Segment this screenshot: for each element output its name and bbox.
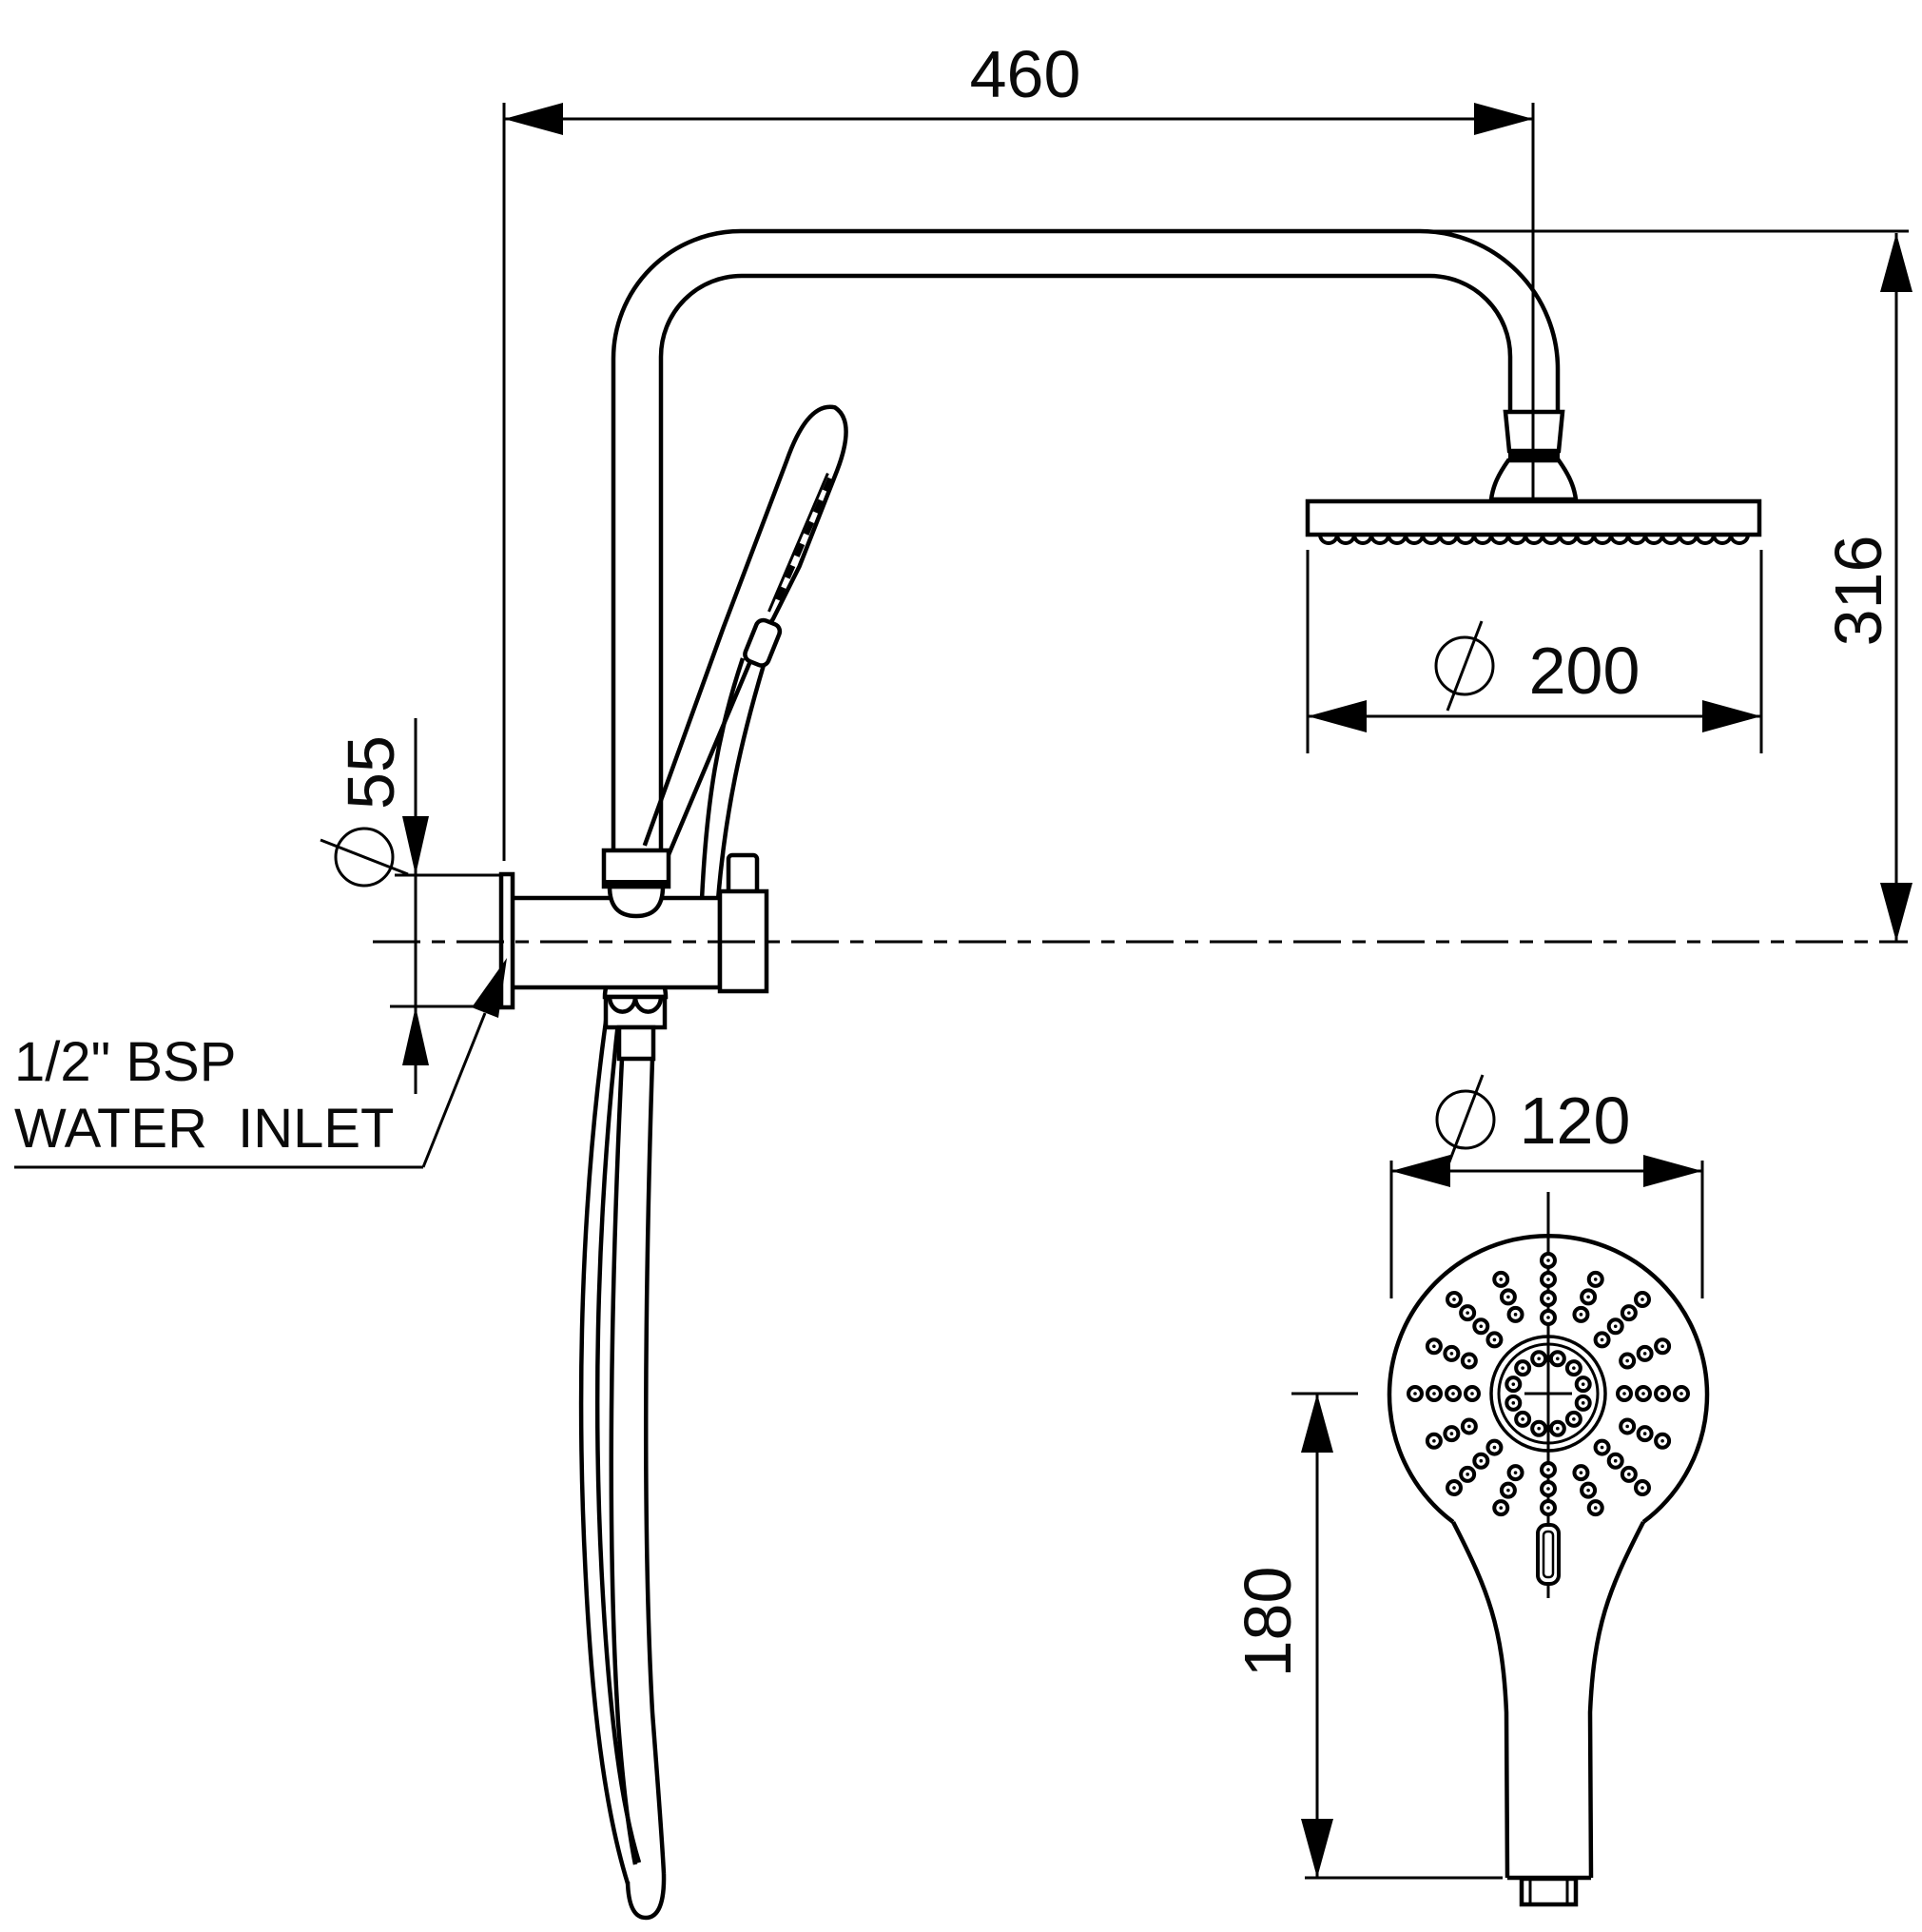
dimensions: 460 316 200 bbox=[320, 37, 1912, 1880]
hand-shower bbox=[642, 404, 848, 856]
dimension-text-460: 460 bbox=[970, 37, 1081, 111]
mode-switch-button-inner bbox=[1542, 1530, 1555, 1579]
face-hub-inner bbox=[1497, 1342, 1600, 1445]
water-inlet-label-line1: 1/2" BSP bbox=[14, 1031, 236, 1093]
diameter-icon bbox=[1434, 620, 1495, 712]
diverter-assembly bbox=[498, 848, 769, 1062]
dimension-text-316: 316 bbox=[1821, 536, 1895, 647]
hose-connector-nub bbox=[743, 617, 783, 668]
dimension-text-200: 200 bbox=[1529, 634, 1640, 708]
hand-shower-nozzle-marks bbox=[770, 477, 833, 611]
shower-hose bbox=[578, 657, 767, 1921]
leader-arrow bbox=[472, 958, 507, 1018]
diameter-icon bbox=[1435, 1074, 1496, 1165]
water-inlet-label-line2: WATER INLET bbox=[14, 1098, 394, 1160]
diameter-icon bbox=[320, 827, 409, 888]
rose-disc bbox=[1305, 498, 1762, 537]
dimension-flange-diameter: 55 bbox=[320, 718, 499, 1094]
dimension-hand-length: 180 bbox=[1231, 1392, 1503, 1880]
shower-arm-pipe bbox=[611, 228, 1561, 850]
dimension-text-180: 180 bbox=[1231, 1567, 1305, 1678]
dimension-hand-diameter: 120 bbox=[1389, 1074, 1704, 1298]
dimension-arm-reach: 460 bbox=[502, 37, 1535, 861]
nozzle-dot-pattern bbox=[1407, 1252, 1690, 1517]
dimension-text-55: 55 bbox=[334, 735, 408, 810]
hand-shower-faceplate-line bbox=[767, 472, 829, 613]
riser-shoulder bbox=[607, 884, 666, 919]
front-view bbox=[1387, 1192, 1710, 1907]
dimension-text-120: 120 bbox=[1520, 1083, 1631, 1158]
dimension-drop-height: 316 bbox=[1420, 229, 1912, 942]
hose-ferrule bbox=[616, 1025, 656, 1062]
dimension-rose-diameter: 200 bbox=[1306, 550, 1763, 753]
hose-loop-end bbox=[625, 1873, 667, 1921]
water-inlet-callout: 1/2" BSP WATER INLET bbox=[14, 958, 507, 1169]
hand-shower-face-rim bbox=[1387, 1234, 1710, 1524]
side-view bbox=[373, 228, 1908, 1921]
hand-shower-handle-front bbox=[1450, 1520, 1646, 1907]
rose-nozzles bbox=[1318, 534, 1750, 545]
diverter-knob bbox=[726, 852, 760, 896]
face-hub-outer bbox=[1489, 1335, 1607, 1453]
